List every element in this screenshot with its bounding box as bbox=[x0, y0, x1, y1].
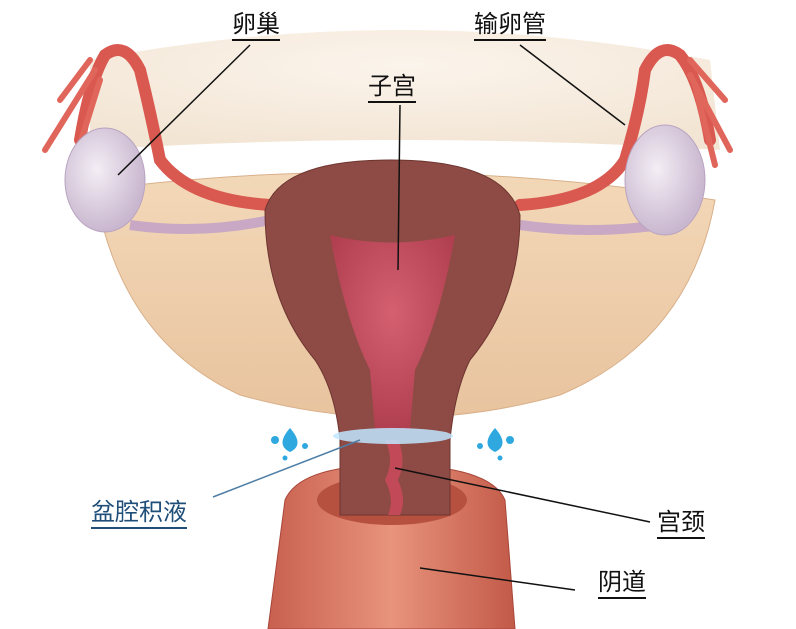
cervical-canal bbox=[385, 440, 404, 515]
vagina-label: 阴道 bbox=[598, 568, 646, 599]
fallopian-tube-leader-line bbox=[519, 44, 626, 126]
right-ovary bbox=[624, 124, 706, 236]
pelvic-effusion-label: 盆腔积液 bbox=[91, 498, 187, 529]
left-ovary bbox=[64, 127, 146, 233]
fluid-glow bbox=[333, 428, 453, 444]
ovary-leader-line bbox=[117, 44, 251, 176]
right-fimbriae bbox=[687, 57, 733, 168]
pelvic-backdrop bbox=[90, 30, 720, 150]
right-water-drops bbox=[477, 428, 514, 461]
uterus-leader-line bbox=[397, 104, 401, 271]
uterus-label: 子宫 bbox=[368, 72, 416, 103]
uterine-cavity bbox=[330, 235, 455, 430]
vagina-leader-line bbox=[419, 567, 576, 591]
ovary-label: 卵巢 bbox=[232, 10, 280, 41]
left-water-drops bbox=[271, 428, 308, 461]
cervix-label: 宫颈 bbox=[657, 508, 705, 539]
fallopian-tube-label: 输卵管 bbox=[474, 10, 546, 41]
cervix-leader-line bbox=[394, 467, 651, 523]
effusion-leader-line bbox=[212, 439, 361, 498]
